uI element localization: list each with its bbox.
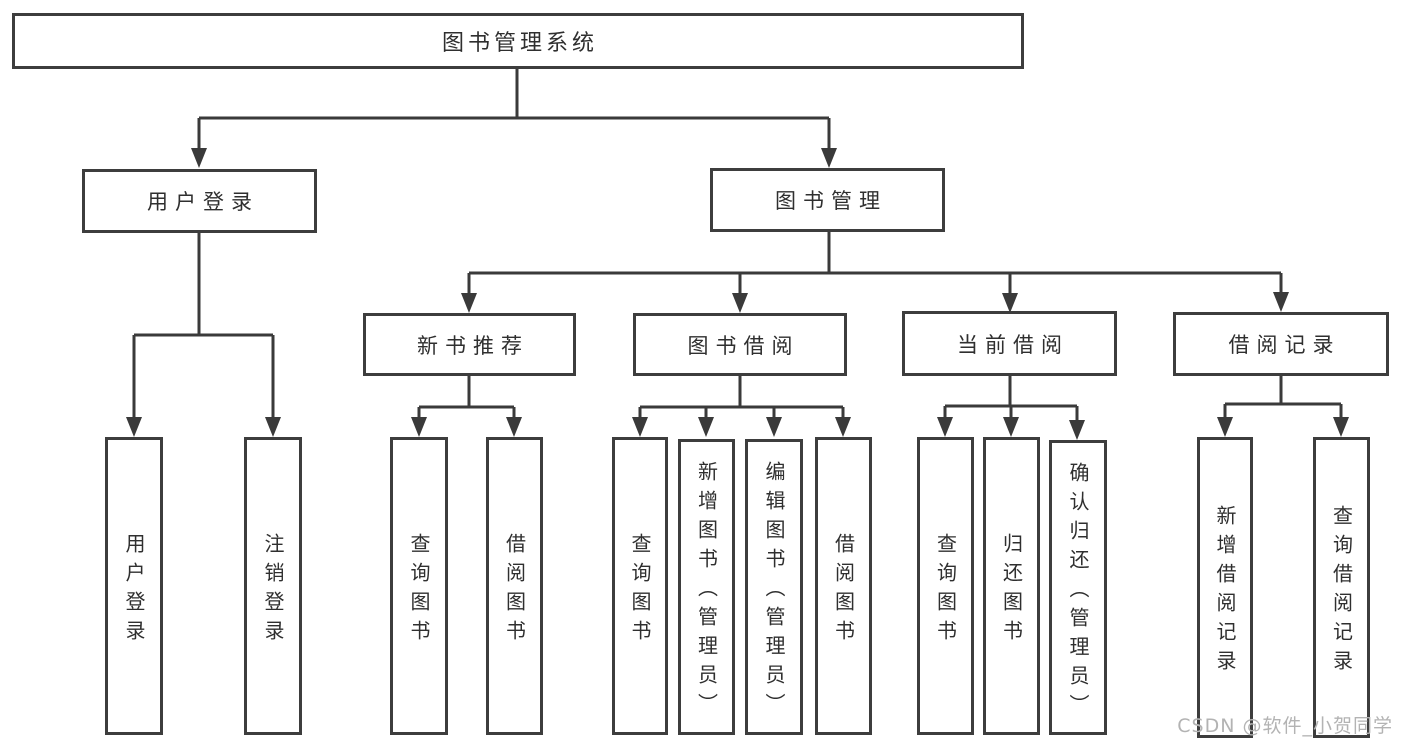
node-label: 注销登录 xyxy=(261,532,285,649)
node-book-management: 图书管理 xyxy=(710,168,945,232)
arrow-head xyxy=(1273,292,1289,312)
node-label: 查询图书 xyxy=(628,532,652,649)
node-label: 查询借阅记录 xyxy=(1329,505,1354,679)
node-label: 新书推荐 xyxy=(417,333,529,358)
node-label: 编辑图书（管理员） xyxy=(762,461,786,722)
leaf-user-login: 用户登录 xyxy=(105,437,163,735)
connector-root xyxy=(197,69,831,150)
leaf-add-borrow-record: 新增借阅记录 xyxy=(1197,437,1253,738)
arrow-head xyxy=(265,417,281,437)
arrow-head xyxy=(411,417,427,437)
arrow-head xyxy=(191,148,207,168)
node-label: 新增借阅记录 xyxy=(1213,505,1237,679)
arrow-head xyxy=(506,417,522,437)
connector-book-borrow xyxy=(638,376,845,419)
arrow-head xyxy=(1333,417,1349,437)
node-label: 用户登录 xyxy=(122,532,146,649)
leaf-query-books-current: 查询图书 xyxy=(917,437,974,735)
arrow-head xyxy=(821,148,837,168)
connector-new-book-recommend xyxy=(417,376,516,419)
connector-borrow-records xyxy=(1223,376,1343,419)
node-label: 图书管理系统 xyxy=(441,31,598,56)
arrow-head xyxy=(937,417,953,437)
node-label: 查询图书 xyxy=(933,532,958,649)
node-label: 确认归还（管理员） xyxy=(1066,461,1090,723)
node-new-book-recommend: 新书推荐 xyxy=(363,313,576,376)
node-label: 新增图书（管理员） xyxy=(694,461,719,722)
leaf-borrow-books-recommend: 借阅图书 xyxy=(486,437,543,735)
arrow-head xyxy=(835,417,851,437)
arrow-head xyxy=(1003,417,1019,437)
arrow-head xyxy=(632,417,648,437)
node-label: 用户登录 xyxy=(147,190,259,214)
arrow-head xyxy=(126,417,142,437)
connector-user-login xyxy=(132,233,275,419)
arrow-head xyxy=(732,293,748,313)
arrow-head xyxy=(1217,417,1233,437)
node-current-borrow: 当前借阅 xyxy=(902,311,1117,376)
node-label: 借阅图书 xyxy=(831,532,856,649)
csdn-watermark: CSDN @软件_小贺同学 xyxy=(1177,715,1393,737)
node-root-system: 图书管理系统 xyxy=(12,13,1024,69)
leaf-borrow-books: 借阅图书 xyxy=(815,437,872,735)
leaf-confirm-return-admin: 确认归还（管理员） xyxy=(1049,440,1107,735)
leaf-logout: 注销登录 xyxy=(244,437,302,735)
node-borrow-records: 借阅记录 xyxy=(1173,312,1389,376)
arrow-head xyxy=(766,417,782,437)
leaf-query-borrow-record: 查询借阅记录 xyxy=(1313,437,1370,738)
node-book-borrow: 图书借阅 xyxy=(633,313,847,376)
arrow-head xyxy=(1069,420,1085,440)
connector-book-management xyxy=(467,232,1283,295)
node-label: 当前借阅 xyxy=(957,332,1069,357)
arrow-head xyxy=(1002,293,1018,313)
node-label: 借阅图书 xyxy=(502,532,527,649)
node-label: 图书管理 xyxy=(775,189,887,213)
leaf-return-books: 归还图书 xyxy=(983,437,1040,735)
node-label: 借阅记录 xyxy=(1228,333,1341,357)
arrow-head xyxy=(698,417,714,437)
node-label: 图书借阅 xyxy=(687,333,800,358)
leaf-add-book-admin: 新增图书（管理员） xyxy=(678,439,735,735)
node-label: 归还图书 xyxy=(999,532,1024,649)
node-label: 查询图书 xyxy=(407,532,431,649)
arrow-head xyxy=(461,293,477,313)
connector-current-borrow xyxy=(943,376,1079,422)
leaf-query-books-borrow: 查询图书 xyxy=(612,437,668,735)
leaf-edit-book-admin: 编辑图书（管理员） xyxy=(745,439,803,735)
leaf-query-books-recommend: 查询图书 xyxy=(390,437,448,735)
node-user-login: 用户登录 xyxy=(82,169,317,233)
